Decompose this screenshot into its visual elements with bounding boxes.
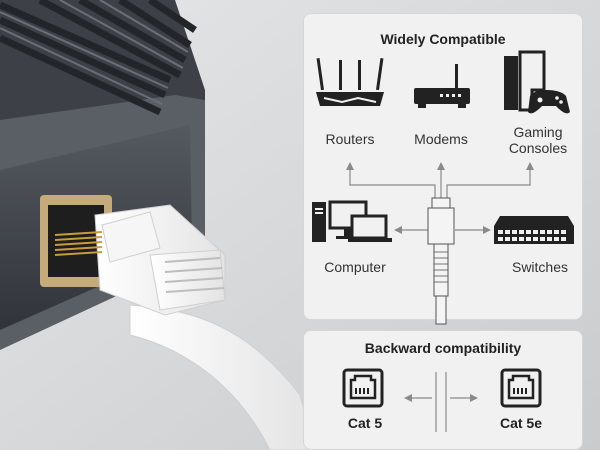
routers-label: Routers xyxy=(325,131,375,147)
cat5e-label: Cat 5e xyxy=(499,415,543,431)
router-icon xyxy=(316,58,384,106)
cat5-label: Cat 5 xyxy=(347,415,383,431)
backward-compatibility-panel xyxy=(303,330,583,450)
widely-compatible-title: Widely Compatible xyxy=(380,31,506,47)
cat5e-port-icon xyxy=(500,368,542,408)
backward-compatibility-title: Backward compatibility xyxy=(364,340,522,356)
gaming-label-line2: Consoles xyxy=(508,140,568,156)
ethernet-cable xyxy=(94,204,316,450)
modem-icon xyxy=(414,64,470,108)
gaming-label-line1: Gaming xyxy=(513,124,563,140)
cable-connector-icon xyxy=(427,197,455,325)
modems-label: Modems xyxy=(414,131,468,147)
cat5-port-icon xyxy=(342,368,384,408)
gaming-console-icon xyxy=(504,50,570,114)
computer-label: Computer xyxy=(324,259,386,275)
network-switch-icon xyxy=(494,216,574,244)
computer-icon xyxy=(312,200,392,242)
switches-label: Switches xyxy=(511,259,569,275)
